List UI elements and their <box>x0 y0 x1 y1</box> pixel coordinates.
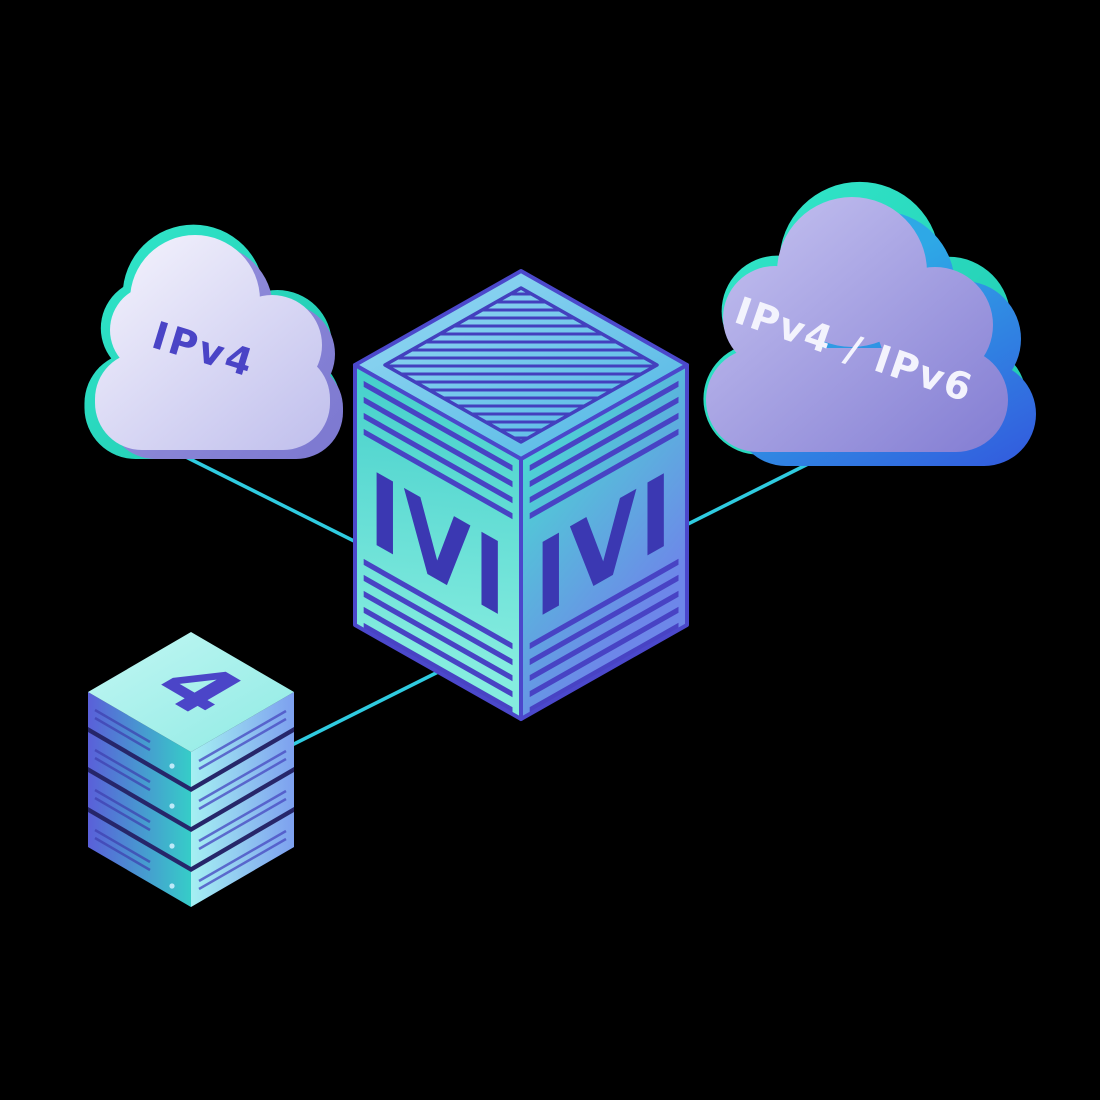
ipv4-ipv6-cloud-body <box>706 197 1008 452</box>
server-vent-lines <box>198 709 287 891</box>
ipv4-cloud-body <box>95 235 330 450</box>
cube-right-face-border <box>519 363 689 721</box>
server-led-dots <box>169 763 175 889</box>
cube-left-face-group: IVI <box>355 365 522 720</box>
server-unit-left-face <box>88 692 191 787</box>
cube-left-face-stripes <box>363 380 513 714</box>
server-unit-left-face <box>88 812 191 907</box>
server-stack: 4 <box>88 632 294 907</box>
ipv4-cloud: IPv4 <box>84 224 343 459</box>
server-unit-right-face <box>191 812 294 907</box>
cube-top-hatch-border <box>383 286 659 444</box>
server-unit-right-face <box>191 772 294 867</box>
ivi-translator-cube: IVI IVI <box>353 269 689 721</box>
ipv4-ipv6-cloud: IPv4 / IPv6 <box>703 181 1036 466</box>
cube-right-face-stripes <box>529 380 679 714</box>
server-unit-right-face <box>191 732 294 827</box>
server-top-face <box>88 632 294 752</box>
cube-right-face-group: IVI <box>521 364 688 719</box>
server-unit-right-face <box>191 692 294 787</box>
server-unit-left-face <box>88 772 191 867</box>
server-front-detail-lines <box>94 708 151 872</box>
server-unit-left-face <box>88 732 191 827</box>
